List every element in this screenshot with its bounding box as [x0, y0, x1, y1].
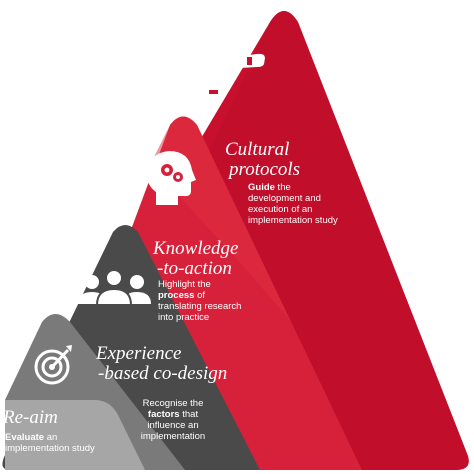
title-line-1: Re-aim: [3, 407, 58, 428]
cultural-protocols-title: Cultural protocols: [225, 140, 300, 180]
cultural-protocols-description: Guide the development and execution of a…: [248, 182, 378, 226]
keyword-guide: Guide: [248, 182, 275, 193]
experience-based-co-design-title: Experience -based co-design: [96, 344, 227, 384]
keyword-factors: factors: [147, 409, 180, 420]
text: execution of an: [248, 204, 313, 215]
tier-cultural-protocols-shape: [200, 11, 469, 470]
text: into practice: [158, 312, 210, 323]
group-of-people-icon: [78, 269, 151, 306]
head-with-gears-icon: [146, 151, 196, 205]
re-aim-title: Re-aim: [3, 408, 58, 428]
text: Highlight the: [158, 279, 211, 290]
text: that: [179, 409, 199, 420]
title-line-2: -based co-design: [98, 363, 228, 384]
keyword-evaluate: Evaluate: [5, 432, 45, 443]
text: an: [44, 432, 58, 443]
target-with-arrow-icon: [34, 345, 72, 385]
text: influence an: [147, 420, 199, 431]
text: implementation: [140, 431, 206, 442]
text: implementation study: [248, 215, 338, 226]
text: Recognise the: [142, 398, 204, 409]
text: the: [274, 182, 291, 193]
title-line-2: -to-action: [157, 258, 232, 279]
title-line-1: Knowledge: [153, 238, 239, 259]
text: implementation study: [5, 443, 95, 454]
knowledge-to-action-description: Highlight the process of translating res…: [158, 279, 298, 323]
boomerang-icon: [203, 53, 265, 107]
title-line-1: Experience: [96, 343, 182, 364]
keyword-process: process: [158, 290, 195, 301]
experience-based-co-design-description: Recognise the factors that influence an …: [118, 398, 228, 442]
knowledge-to-action-title: Knowledge -to-action: [153, 239, 239, 279]
title-line-2: protocols: [229, 159, 301, 180]
re-aim-description: Evaluate an implementation study: [5, 432, 125, 454]
text: of: [194, 290, 205, 301]
tier-re-aim-shape: [5, 400, 145, 470]
title-line-1: Cultural: [225, 139, 290, 160]
text: translating research: [158, 301, 242, 312]
text: development and: [248, 193, 321, 204]
